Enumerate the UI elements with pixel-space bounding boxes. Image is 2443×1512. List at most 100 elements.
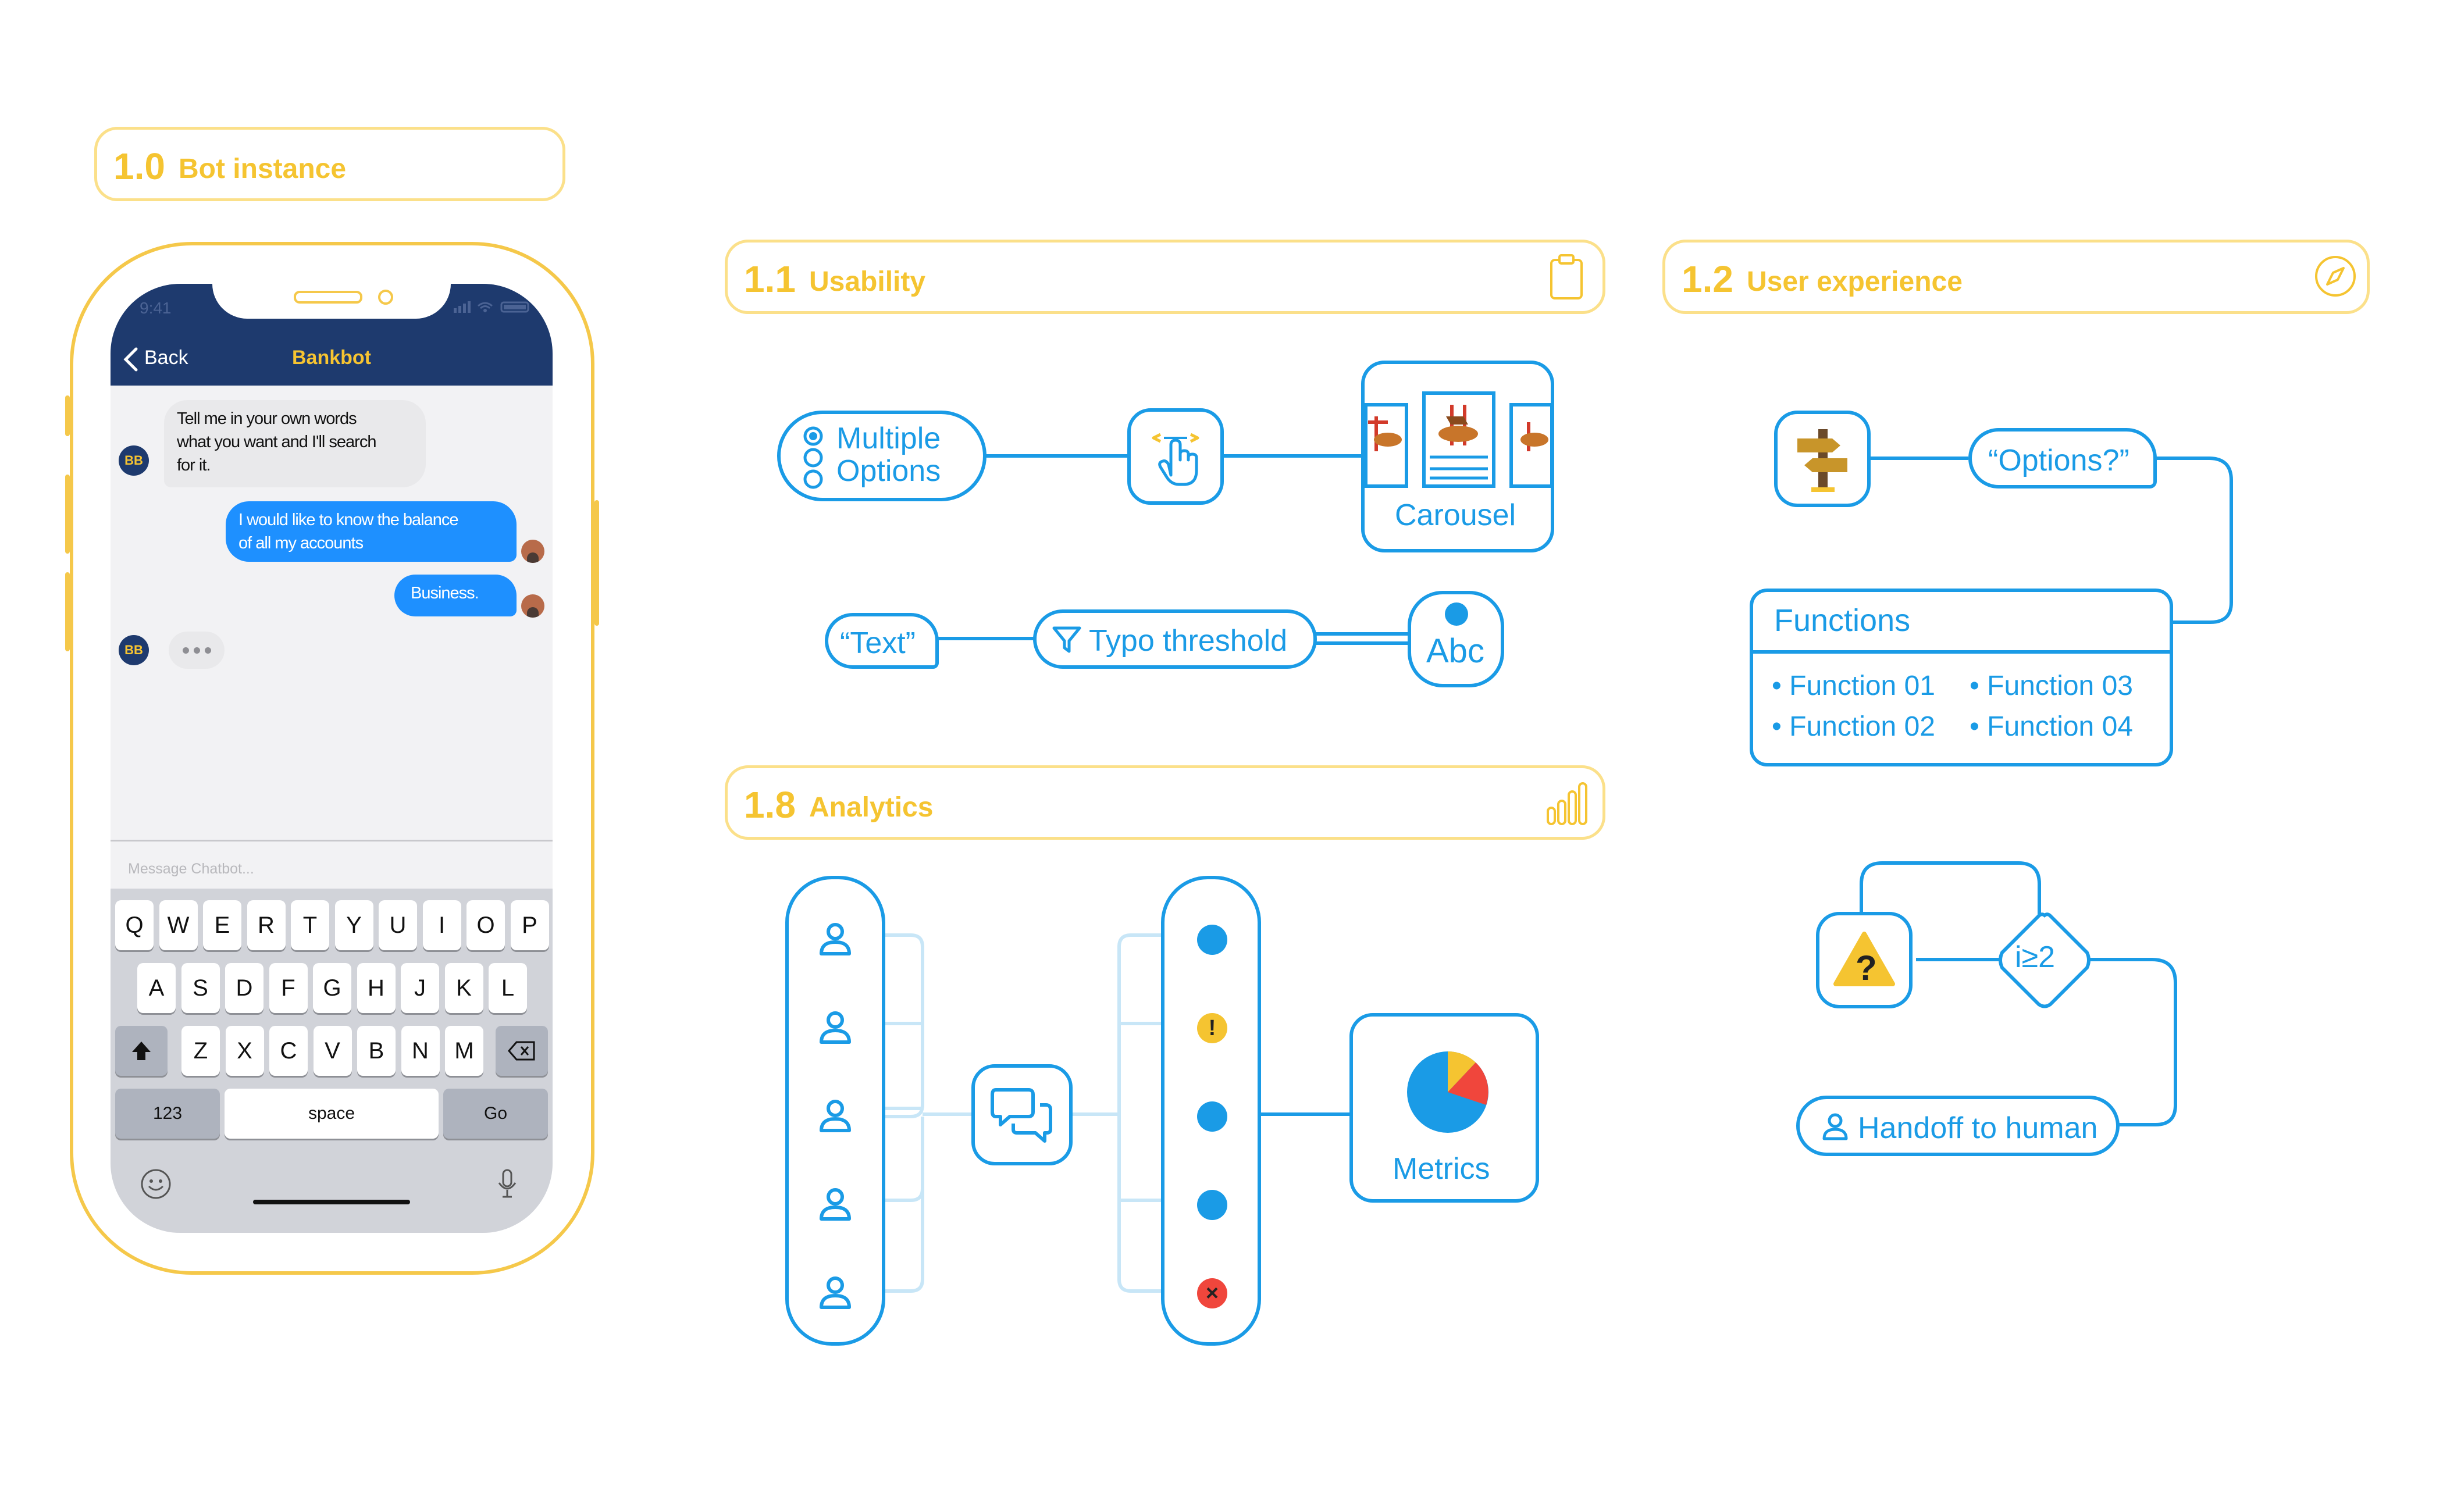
warning-icon [1833, 932, 1895, 986]
section-title: Analytics [809, 792, 934, 823]
section-title: User experience [1747, 266, 1963, 297]
node-label: “Text” [840, 626, 916, 660]
conversations-node [971, 1064, 1073, 1165]
go-key[interactable]: Go [443, 1089, 548, 1139]
user-avatar [521, 594, 544, 618]
message-line: Tell me in your own words [177, 409, 357, 428]
key-h[interactable]: H [357, 963, 396, 1013]
back-button[interactable]: Back [144, 347, 188, 369]
signpost-icon [1797, 429, 1847, 492]
message-input[interactable]: Message Chatbot... [128, 861, 254, 877]
microphone-icon[interactable] [496, 1168, 519, 1200]
home-indicator [253, 1200, 410, 1204]
space-key[interactable]: space [225, 1089, 439, 1139]
key-c[interactable]: C [269, 1026, 308, 1076]
user-icon [820, 923, 851, 955]
section-number: 1.0 [113, 145, 165, 187]
chat-message-user: Business. [394, 575, 517, 616]
key-t[interactable]: T [291, 900, 329, 950]
node-label: Carousel [1395, 498, 1516, 532]
condition-diamond [1999, 912, 2091, 1008]
shift-key[interactable] [115, 1026, 168, 1076]
key-r[interactable]: R [247, 900, 286, 950]
metrics-node: Metrics [1349, 1013, 1539, 1203]
user-icon [820, 1100, 851, 1132]
phone-frame [70, 242, 594, 1275]
section-bot-instance-header: 1.0 Bot instance [94, 127, 565, 201]
swipe-gesture-node [1127, 408, 1224, 505]
node-label: Options [836, 454, 941, 488]
chat-bubbles-icon [991, 1088, 1052, 1143]
section-usability-header: 1.1 Usability [725, 240, 1605, 314]
key-v[interactable]: V [313, 1026, 352, 1076]
key-y[interactable]: Y [334, 900, 373, 950]
key-j[interactable]: J [401, 963, 439, 1013]
phone-side-button [65, 572, 70, 651]
function-item: • Function 04 [1970, 711, 2133, 742]
condition-label: i≥2 [2015, 940, 2056, 974]
dot-marker [1445, 602, 1468, 626]
filter-icon [1052, 626, 1081, 653]
swipe-hand-icon [1152, 433, 1199, 486]
key-a[interactable]: A [137, 963, 176, 1013]
text-quote-node: “Text” [825, 613, 939, 669]
person-icon [1822, 1113, 1848, 1140]
status-dot-warning: ! [1197, 1013, 1227, 1043]
key-k[interactable]: K [444, 963, 483, 1013]
chat-message-user: I would like to know the balance of all … [226, 501, 517, 562]
chat-message-bot: Tell me in your own words what you want … [164, 400, 426, 487]
message-line: for it. [177, 456, 211, 475]
status-time: 9:41 [140, 299, 172, 317]
compass-icon [2315, 256, 2356, 297]
backspace-key[interactable] [496, 1026, 548, 1076]
key-i[interactable]: I [422, 900, 461, 950]
warning-node: ? [1816, 912, 1913, 1008]
key-m[interactable]: M [445, 1026, 483, 1076]
key-u[interactable]: U [379, 900, 417, 950]
chat-nav-bar: 9:41 Back Bankbot [111, 284, 553, 386]
functions-divider [1753, 650, 2170, 654]
key-b[interactable]: B [357, 1026, 396, 1076]
status-dot-ok [1197, 1101, 1227, 1132]
key-q[interactable]: Q [115, 900, 154, 950]
functions-panel: Functions • Function 01 • Function 03 • … [1750, 589, 2173, 766]
key-d[interactable]: D [225, 963, 263, 1013]
functions-title: Functions [1774, 603, 1911, 638]
key-w[interactable]: W [159, 900, 198, 950]
key-s[interactable]: S [181, 963, 220, 1013]
user-icon [820, 1011, 851, 1044]
key-e[interactable]: E [203, 900, 241, 950]
handoff-node: Handoff to human [1796, 1096, 2120, 1156]
section-number: 1.8 [744, 784, 796, 826]
speaker-grille [294, 291, 362, 304]
key-x[interactable]: X [225, 1026, 264, 1076]
numbers-key[interactable]: 123 [115, 1089, 220, 1139]
key-p[interactable]: P [510, 900, 549, 950]
status-icons [454, 301, 529, 313]
key-g[interactable]: G [313, 963, 351, 1013]
carousel-node: Carousel [1361, 361, 1554, 552]
message-line: I would like to know the balance [238, 511, 458, 529]
function-item: • Function 02 [1772, 711, 1935, 742]
carousel-cards-icon [1365, 391, 1551, 488]
node-label: Multiple [836, 422, 941, 455]
key-l[interactable]: L [489, 963, 527, 1013]
key-f[interactable]: F [269, 963, 308, 1013]
message-line: of all my accounts [238, 534, 364, 552]
bot-avatar: BB [119, 445, 149, 476]
abc-node: Abc [1408, 591, 1504, 687]
back-chevron-icon[interactable] [122, 347, 140, 372]
emoji-icon[interactable] [140, 1168, 172, 1200]
key-n[interactable]: N [401, 1026, 440, 1076]
status-column: !× [1161, 876, 1261, 1346]
key-z[interactable]: Z [181, 1026, 220, 1076]
node-label: Metrics [1393, 1152, 1490, 1186]
key-o[interactable]: O [466, 900, 505, 950]
status-dot-ok [1197, 925, 1227, 955]
pie-chart-icon [1407, 1051, 1488, 1133]
user-avatar [521, 540, 544, 563]
signpost-node [1774, 411, 1871, 507]
phone-side-button [65, 395, 70, 436]
